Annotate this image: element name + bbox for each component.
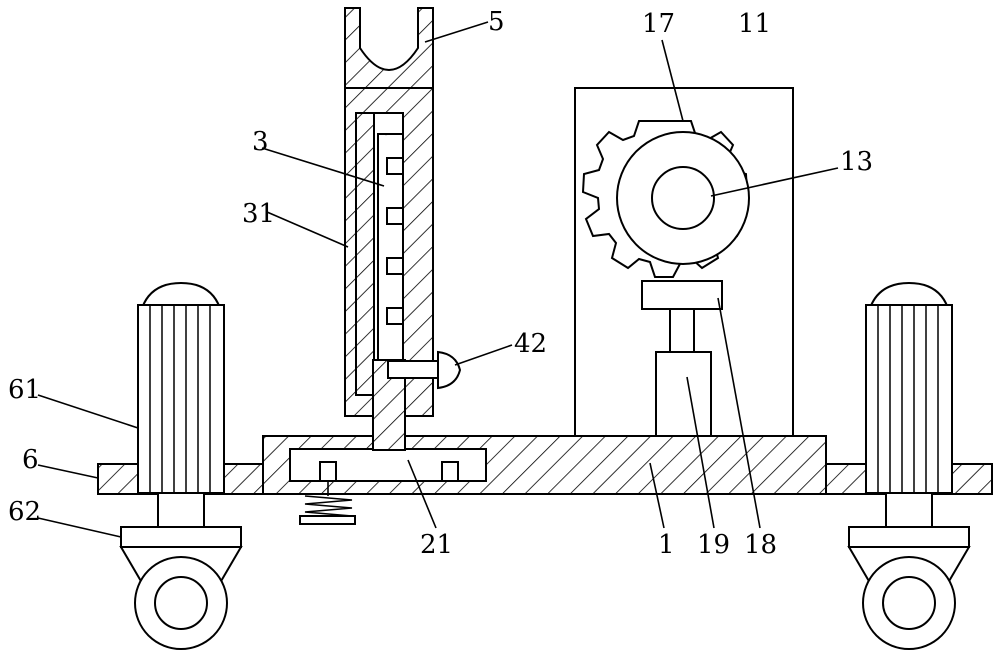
label-42: 42	[514, 329, 547, 359]
label-13: 13	[840, 147, 873, 177]
label-21: 21	[420, 530, 453, 560]
vertical-column	[344, 87, 434, 451]
label-31: 31	[242, 199, 275, 229]
gear-wheel	[581, 120, 750, 278]
label-5: 5	[488, 7, 505, 37]
lock-knob	[387, 350, 462, 390]
label-61: 61	[8, 375, 41, 405]
right-caster-assembly	[847, 281, 971, 650]
part-labels: 5 3 31 42 61 6 62 21 1 19 18 17 11 13	[8, 7, 873, 560]
label-17: 17	[642, 9, 675, 39]
label-3: 3	[252, 127, 269, 157]
support-column	[641, 280, 723, 437]
slider-block	[289, 448, 487, 525]
label-62: 62	[8, 497, 41, 527]
label-11: 11	[738, 9, 771, 39]
label-18: 18	[744, 530, 777, 560]
label-19: 19	[697, 530, 730, 560]
label-1: 1	[658, 530, 675, 560]
left-caster-assembly	[119, 281, 243, 650]
label-6: 6	[22, 445, 39, 475]
leader-lines	[37, 21, 839, 538]
top-fork	[344, 7, 434, 89]
